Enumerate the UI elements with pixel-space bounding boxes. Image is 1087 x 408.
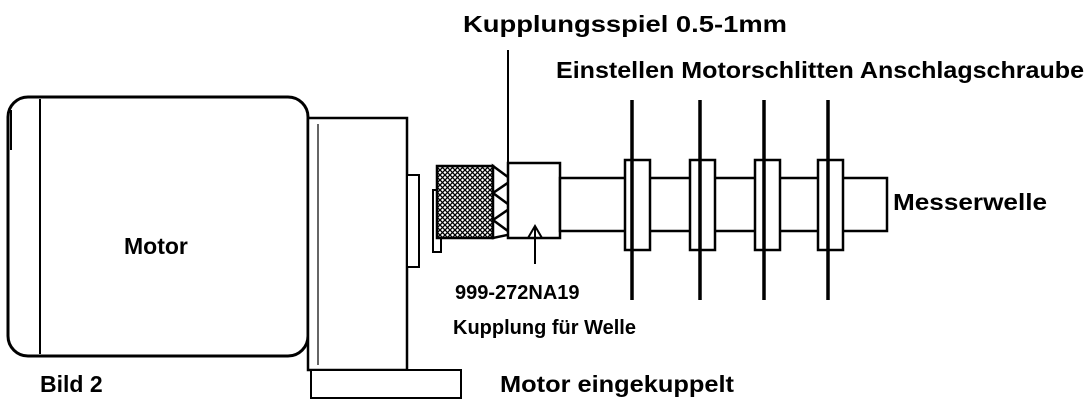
coupling-for-shaft-label: Kupplung für Welle <box>453 317 636 339</box>
motor-label: Motor <box>124 233 188 259</box>
coupling-hatched-half <box>435 164 495 240</box>
knife-4 <box>816 100 845 300</box>
knife-1 <box>623 100 652 300</box>
motor-flange <box>306 116 409 372</box>
adjust-screw-label: Einstellen Motorschlitten Anschlagschrau… <box>556 57 1084 83</box>
knife-shaft-label: Messerwelle <box>893 189 1047 215</box>
part-number-label: 999-272NA19 <box>455 282 580 304</box>
knife-3 <box>753 100 782 300</box>
up-arrow-icon <box>527 224 543 264</box>
knife-2 <box>688 100 717 300</box>
motor-base <box>310 369 462 399</box>
flange-collar <box>406 174 420 268</box>
motor-engaged-label: Motor eingekuppelt <box>500 371 734 397</box>
figure-label: Bild 2 <box>40 371 103 397</box>
coupling-play-label: Kupplungsspiel 0.5-1mm <box>463 11 787 37</box>
motor-body <box>6 95 310 358</box>
